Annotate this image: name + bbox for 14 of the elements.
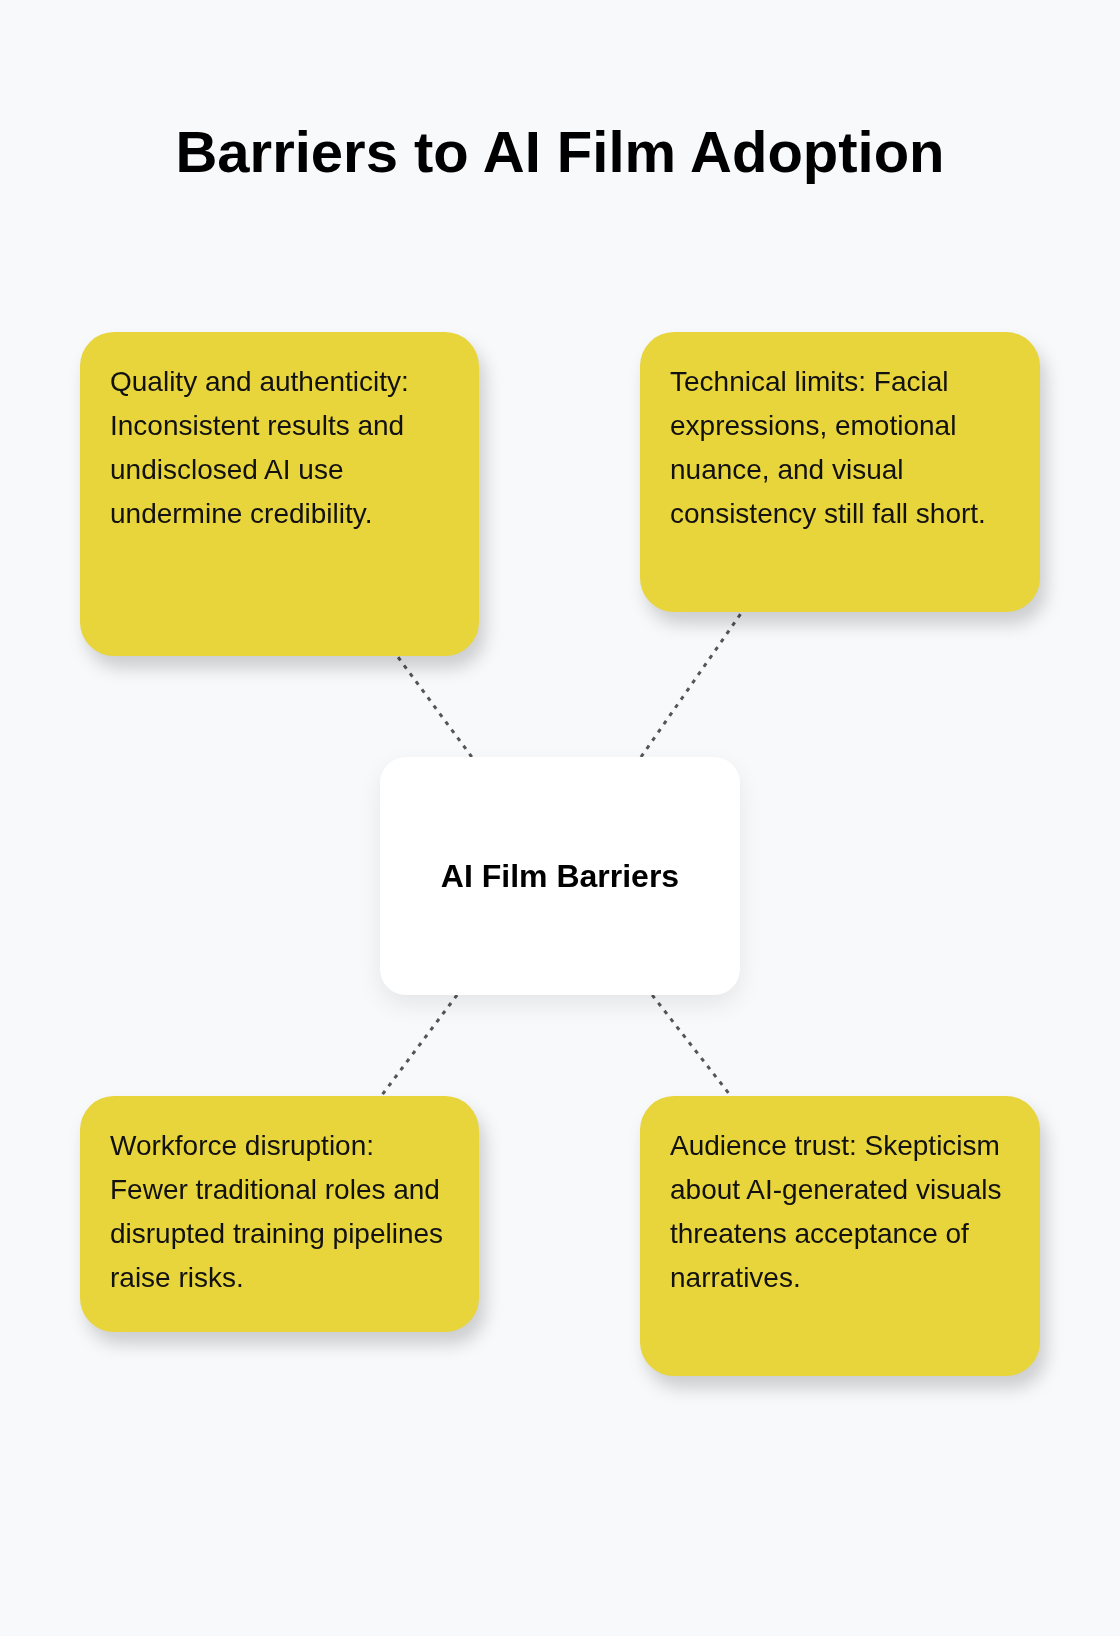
barrier-card [80,1096,479,1332]
barrier-card [80,332,479,656]
barrier-card [640,332,1040,612]
barrier-text: Quality and authenticity: Inconsistent results and undisclosed AI use undermine credibility. [110,365,410,531]
title: Barriers to AI Film Adoption [174,118,946,186]
barrier-text: Technical limits: Facial expressions, emotional nuance, and visual consistency still fall short. [670,365,987,531]
barrier-card [640,1096,1040,1376]
central-topic-box [380,757,740,995]
connector-line [396,655,473,758]
connector-line [380,994,459,1097]
barrier-text: Workforce disruption: Fewer traditional roles and disrupted training pipelines raise risks. [110,1129,445,1295]
connector-line [639,611,744,758]
topic-label: AI Film Barriers [440,857,680,896]
barrier-text: Audience trust: Skepticism about AI-generated visuals threatens acceptance of narratives. [670,1129,1003,1295]
